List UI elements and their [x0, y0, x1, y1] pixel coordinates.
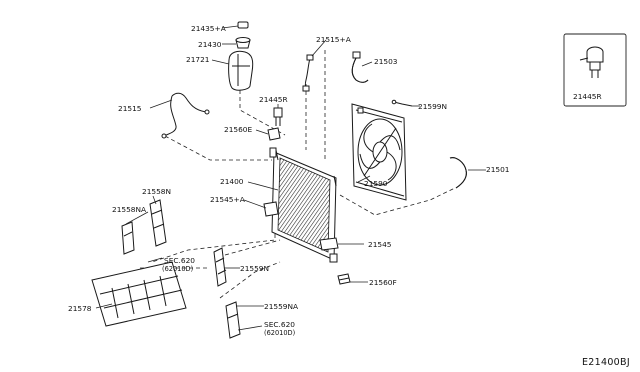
part-labels: 21435+A 21430 21721 21515 21515+A 21503 …: [68, 24, 602, 337]
diagram-reference: E21400BJ: [582, 357, 630, 368]
label-21545: 21545: [368, 240, 392, 249]
bracket-21558NA: [121, 221, 135, 255]
mount-21560F: [337, 273, 351, 285]
inset-bolt-icon: [579, 46, 604, 78]
label-21558N: 21558N: [142, 187, 171, 196]
label-21599N: 21599N: [418, 102, 447, 111]
bracket-21558N: [149, 199, 167, 247]
label-21560F: 21560F: [369, 278, 397, 287]
label-21721: 21721: [186, 55, 210, 64]
air-guide-21578: [91, 261, 187, 327]
label-21560E: 21560E: [224, 125, 253, 134]
bolt-21445R: [273, 107, 283, 126]
label-21515: 21515: [118, 104, 142, 113]
label-sec620-a: SEC.620: [164, 256, 195, 265]
reservoir-cap-21435A: [237, 21, 249, 29]
clip-21599N: [391, 99, 413, 107]
upper-hose-21503: [351, 51, 369, 83]
guide-21559NA: [225, 301, 241, 339]
leader-lines: [95, 25, 486, 331]
label-21503: 21503: [374, 57, 398, 66]
label-21559N: 21559N: [240, 264, 269, 273]
label-21578: 21578: [68, 304, 92, 313]
label-21590: 21590: [364, 179, 388, 188]
label-21545A: 21545+A: [210, 195, 245, 204]
label-21445R: 21445R: [259, 95, 288, 104]
guide-21559N: [213, 247, 227, 287]
hose-21515A: [302, 54, 314, 92]
label-21435A: 21435+A: [191, 24, 226, 33]
label-21445R-inset: 21445R: [573, 92, 602, 101]
bracket-21545: [319, 237, 339, 251]
reservoir-cap-21430: [235, 37, 251, 49]
label-21430: 21430: [198, 40, 222, 49]
mount-21560E: [267, 127, 281, 141]
label-21558NA: 21558NA: [112, 205, 146, 214]
lower-hose-21501: [449, 157, 467, 189]
radiator-21400: [269, 147, 338, 263]
fan-shroud-21590: [351, 103, 407, 201]
label-21400: 21400: [220, 177, 244, 186]
label-21515A: 21515+A: [316, 35, 351, 44]
label-21501: 21501: [486, 165, 510, 174]
label-sec620-a-sub: (62010D): [162, 265, 193, 273]
inset-box: [563, 33, 627, 107]
label-sec620-b: SEC.620: [264, 320, 295, 329]
label-sec620-b-sub: (62010D): [264, 329, 295, 337]
reservoir-tank-21721: [228, 50, 254, 91]
bracket-21545A: [263, 201, 279, 217]
label-21559NA: 21559NA: [264, 302, 298, 311]
reservoir-hose-21515: [161, 92, 210, 139]
